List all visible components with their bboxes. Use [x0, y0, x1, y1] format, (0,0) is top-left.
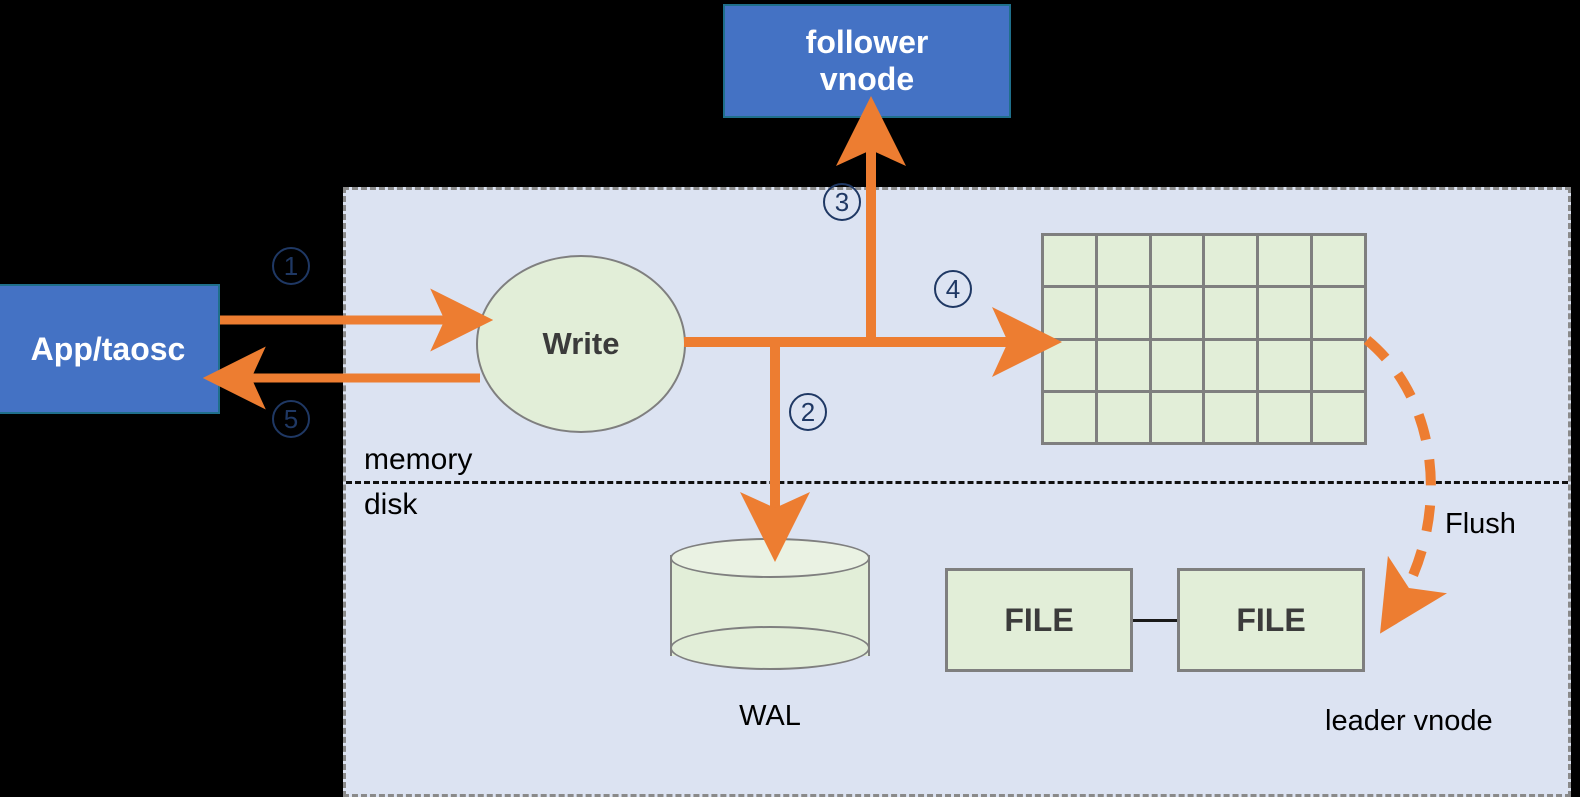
wal-cylinder	[670, 538, 870, 673]
memtable-cell	[1313, 236, 1364, 286]
file-box-a-label: FILE	[1004, 601, 1074, 638]
step-marker-4: 4	[934, 270, 972, 308]
memtable-cell	[1044, 236, 1095, 286]
memtable-cell	[1205, 392, 1257, 442]
leader-vnode-label: leader vnode	[1325, 705, 1493, 737]
memtable-cell	[1205, 340, 1257, 390]
wal-cylinder-top	[670, 538, 870, 578]
memory-label: memory	[364, 443, 473, 476]
memory-disk-divider	[346, 481, 1568, 484]
memtable-cell	[1313, 340, 1364, 390]
file-box-b-label: FILE	[1236, 601, 1306, 638]
memtable-cell	[1097, 340, 1149, 390]
memtable-cell	[1097, 288, 1149, 338]
step-marker-5: 5	[272, 400, 310, 438]
file-box-b[interactable]: FILE	[1177, 568, 1365, 672]
step-marker-1: 1	[272, 247, 310, 285]
memtable-cell	[1259, 236, 1311, 286]
disk-label: disk	[364, 488, 418, 521]
step-marker-2: 2	[789, 393, 827, 431]
app-taosc-box[interactable]: App/taosc	[0, 284, 220, 414]
memtable-grid	[1041, 233, 1367, 445]
follower-vnode-box[interactable]: follower vnode	[723, 4, 1011, 118]
memtable-cell	[1151, 288, 1203, 338]
write-node-label: Write	[542, 326, 620, 361]
wal-label: WAL	[739, 700, 801, 732]
memtable-cell	[1259, 288, 1311, 338]
app-taosc-label: App/taosc	[30, 330, 186, 367]
memtable-cell	[1313, 392, 1364, 442]
memtable-cell	[1151, 340, 1203, 390]
memtable-cell	[1097, 236, 1149, 286]
memtable-cell	[1044, 340, 1095, 390]
file-link-connector	[1133, 619, 1177, 622]
memtable-cell	[1044, 392, 1095, 442]
memtable-cell	[1313, 288, 1364, 338]
memtable-cell	[1205, 288, 1257, 338]
memtable-cell	[1259, 340, 1311, 390]
wal-cylinder-bottom	[670, 626, 870, 670]
write-node[interactable]: Write	[476, 255, 686, 433]
memtable-cell	[1044, 288, 1095, 338]
memtable-cell	[1097, 392, 1149, 442]
flush-label: Flush	[1445, 508, 1516, 540]
file-box-a[interactable]: FILE	[945, 568, 1133, 672]
follower-vnode-label: follower vnode	[805, 24, 929, 97]
memtable-cell	[1205, 236, 1257, 286]
memtable-cell	[1151, 236, 1203, 286]
memtable-cell	[1151, 392, 1203, 442]
memtable-cell	[1259, 392, 1311, 442]
step-marker-3: 3	[823, 183, 861, 221]
